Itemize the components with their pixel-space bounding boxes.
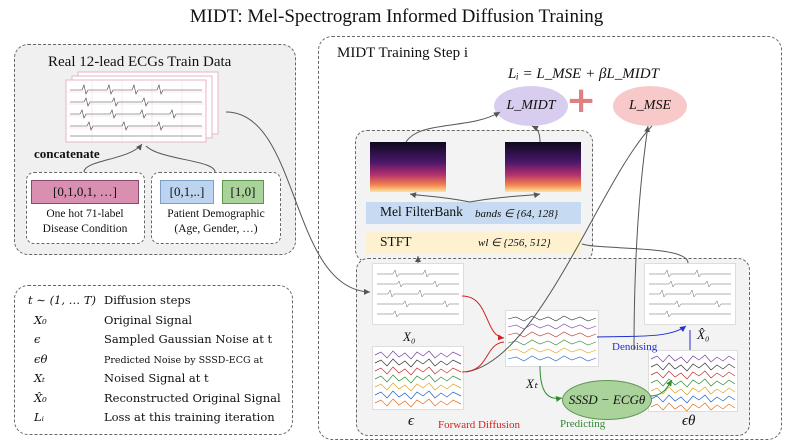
legend-row: t ∼ (1, … T) Diffusion steps: [28, 293, 288, 313]
forward-diffusion-label: Forward Diffusion: [438, 419, 520, 431]
onehot-vector: [0,1,0,1, …]: [31, 180, 139, 204]
legend-symbol: ϵθ: [34, 351, 48, 366]
legend-list: t ∼ (1, … T) Diffusion steps X₀ Original S…: [28, 293, 288, 430]
x0-ecg-plot: [372, 263, 464, 325]
legend-text: Original Signal: [104, 312, 193, 327]
concatenate-label: concatenate: [34, 146, 100, 161]
legend-row: ϵ Sampled Gaussian Noise at t: [28, 332, 288, 352]
legend-symbol: Lᵢ: [34, 410, 44, 424]
xt-noised-plot: [505, 310, 599, 367]
predicting-label: Predicting: [560, 418, 606, 430]
eps-theta-predicted-plot: [648, 350, 738, 412]
legend-symbol: t ∼ (1, … T): [28, 293, 96, 307]
epsilon-noise-plot: [372, 346, 464, 410]
legend-text: Noised Signal at t: [104, 371, 209, 385]
xt-noised-image: [507, 315, 597, 362]
legend-symbol: Xₜ: [34, 371, 46, 385]
xt-label: Xₜ: [526, 376, 538, 391]
bands-label: bands ∈ {64, 128}: [475, 208, 559, 220]
legend-row: Lᵢ Loss at this training iteration: [28, 410, 288, 430]
l-mse-oval: L_MSE: [613, 86, 687, 126]
xhat0-label: X̂₀: [697, 327, 710, 342]
epsilon-label: ϵ: [408, 413, 415, 429]
legend-panel: [14, 285, 293, 435]
legend-text: Loss at this training iteration: [104, 410, 275, 424]
xhat0-reconstructed-image: [649, 269, 731, 318]
ecg-stack: [62, 71, 222, 144]
spectrogram-right: [505, 142, 581, 192]
mel-filterbank-label: Mel FilterBank: [380, 204, 463, 219]
spectrogram-right-image: [505, 142, 581, 192]
plus-sign: +: [566, 80, 597, 121]
stft-label: STFT: [380, 234, 412, 249]
demographic-vector-age: [0,1,..]: [160, 180, 214, 204]
legend-row: X₀ Original Signal: [28, 313, 288, 333]
legend-symbol: X̂₀: [34, 390, 47, 405]
epsilon-noise-image: [374, 350, 462, 408]
loss-equation: Lᵢ = L_MSE + βL_MIDT: [508, 66, 659, 82]
diagram-title: MIDT: Mel-Spectrogram Informed Diffusion…: [189, 6, 604, 27]
ecg-stack-image: [65, 71, 219, 143]
train-data-title: Real 12-lead ECGs Train Data: [48, 54, 232, 70]
onehot-caption-2: Disease Condition: [42, 223, 128, 235]
legend-row: ϵθ Predicted Noise by SSSD-ECG at: [28, 352, 288, 372]
legend-text: Predicted Noise by SSSD-ECG at: [104, 354, 264, 366]
xhat0-reconstructed-plot: [644, 263, 736, 325]
spectrogram-left-image: [370, 142, 446, 192]
legend-symbol: X₀: [34, 312, 47, 327]
denoising-label: Denoising: [612, 341, 658, 353]
training-step-title: MIDT Training Step i: [337, 45, 468, 61]
legend-row: X̂₀ Reconstructed Original Signal: [28, 391, 288, 411]
l-midt-oval: L_MIDT: [494, 86, 568, 126]
wl-label: wl ∈ {256, 512}: [478, 237, 551, 249]
sssd-ecg-model: SSSD − ECGθ: [562, 380, 652, 420]
legend-text: Sampled Gaussian Noise at t: [104, 332, 273, 346]
legend-text: Diffusion steps: [104, 293, 191, 307]
eps-theta-label: ϵθ: [682, 413, 696, 429]
x0-label: X₀: [403, 329, 416, 344]
spectrogram-left: [370, 142, 446, 192]
legend-row: Xₜ Noised Signal at t: [28, 371, 288, 391]
legend-symbol: ϵ: [34, 332, 41, 346]
eps-theta-predicted-image: [650, 354, 736, 412]
legend-text: Reconstructed Original Signal: [104, 390, 281, 405]
x0-ecg-image: [377, 269, 459, 318]
onehot-caption-1: One hot 71-label: [46, 208, 124, 220]
